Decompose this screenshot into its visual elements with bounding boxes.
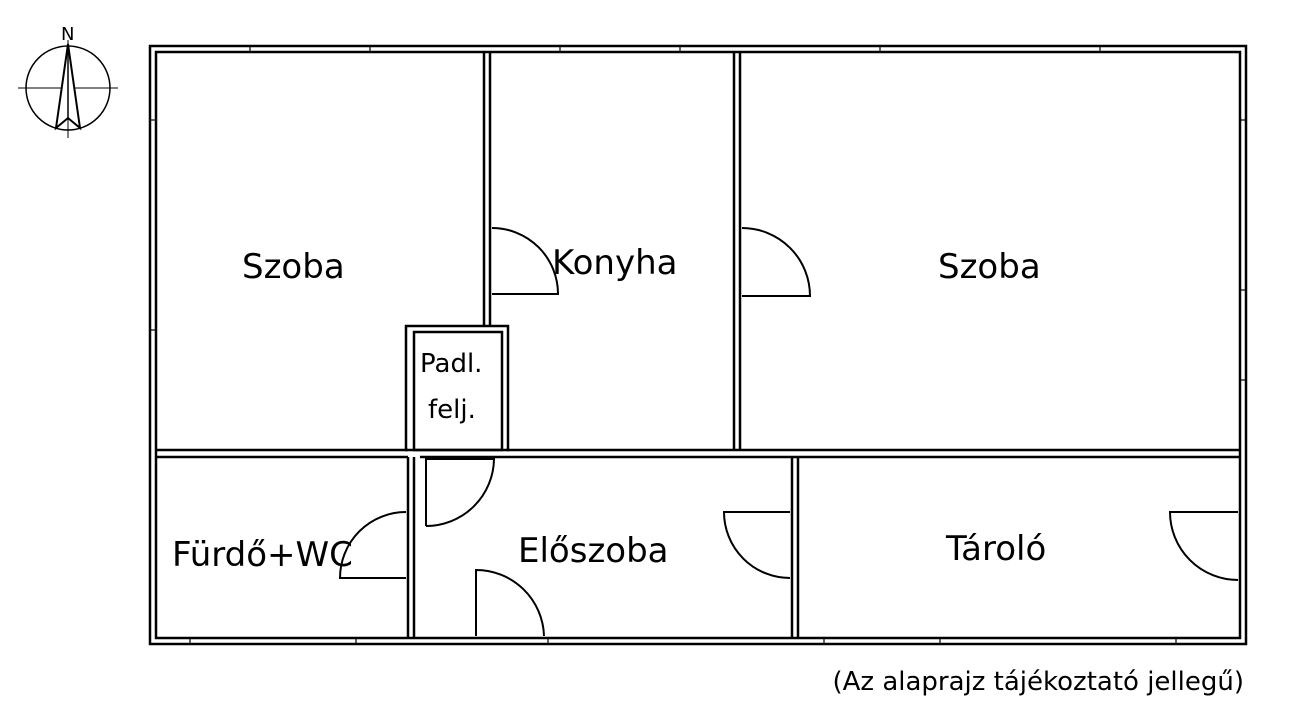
- room-label-konyha: Konyha: [552, 243, 677, 283]
- disclaimer-note: (Az alaprajz tájékoztató jellegű): [832, 667, 1244, 697]
- room-label-szoba-left: Szoba: [242, 247, 345, 287]
- interior-walls: [156, 52, 1240, 638]
- doors: [338, 227, 1239, 637]
- padl-box-outer: [404, 324, 510, 452]
- room-label-furdo: Fürdő+WC: [172, 535, 353, 575]
- room-label-tarolo: Tároló: [945, 529, 1046, 569]
- compass-north-label: N: [61, 24, 74, 45]
- window-marks: [150, 46, 1246, 644]
- door-entrance: [475, 568, 545, 637]
- door-eloszoba-right: [722, 511, 791, 579]
- door-eloszoba-top: [425, 458, 496, 527]
- padl-box-inner: [412, 330, 504, 452]
- room-label-padl-line2: felj.: [428, 395, 476, 425]
- outer-walls: [148, 44, 1248, 646]
- room-label-szoba-right: Szoba: [938, 247, 1041, 287]
- door-tarolo: [1168, 511, 1239, 581]
- room-label-padl-line1: Padl.: [420, 349, 482, 379]
- door-konyha: [491, 227, 560, 295]
- compass: N: [18, 24, 118, 138]
- door-szoba-right: [741, 227, 812, 297]
- door-furdo: [338, 511, 407, 579]
- room-label-eloszoba: Előszoba: [518, 531, 669, 571]
